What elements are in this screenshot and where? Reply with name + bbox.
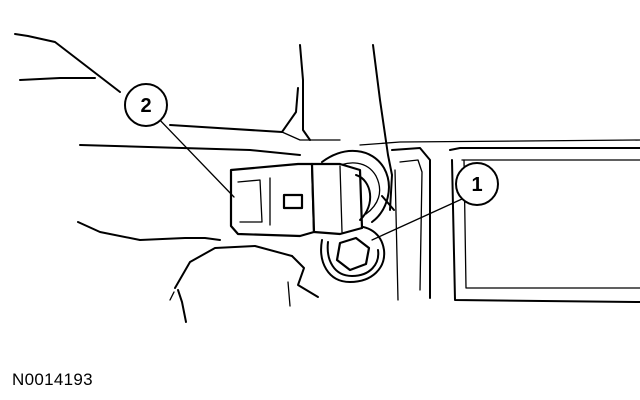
leader-line-2 xyxy=(154,114,235,198)
sensor-connector xyxy=(229,162,372,238)
leader-line-1 xyxy=(371,198,463,241)
sensor-mounting-boss xyxy=(321,149,395,223)
callout-leaders xyxy=(154,114,463,241)
bolt-hex-head xyxy=(335,236,371,272)
figure-id: N0014193 xyxy=(12,370,93,389)
engine-casting-outline xyxy=(14,33,640,323)
callout-1-label: 1 xyxy=(471,174,482,196)
connector-latch xyxy=(282,193,304,210)
callout-2: 2 xyxy=(124,83,168,127)
callout-1: 1 xyxy=(455,162,499,206)
callout-2-label: 2 xyxy=(140,95,151,117)
mounting-bolt xyxy=(320,225,386,283)
